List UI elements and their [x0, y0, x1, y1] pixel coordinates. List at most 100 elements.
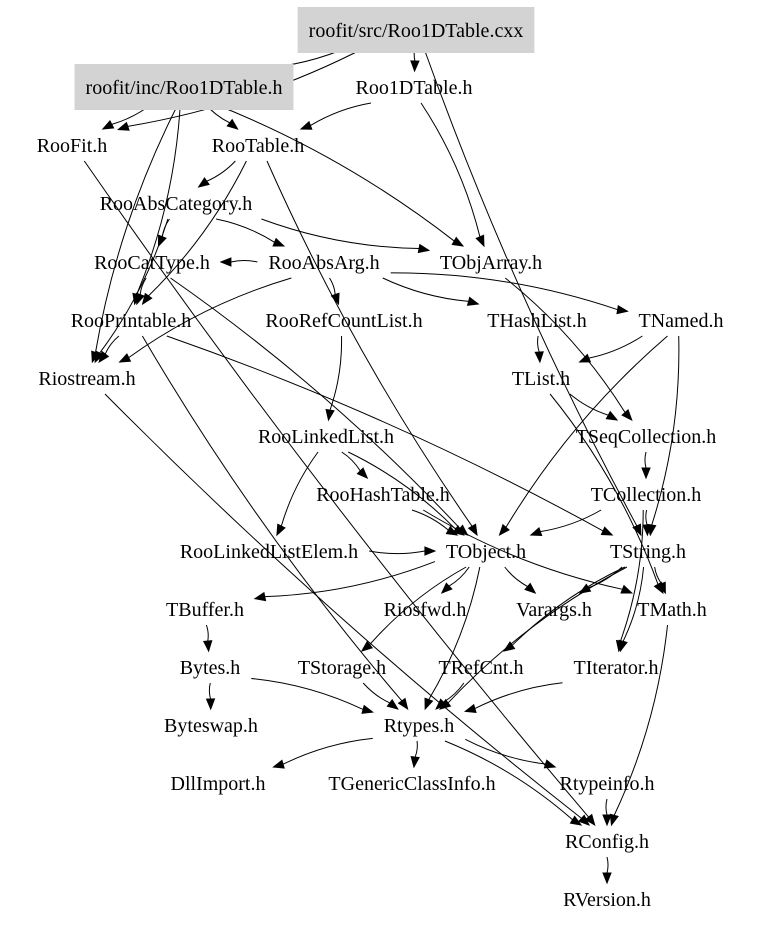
graph-node-roolinkedlistelem[interactable]: RooLinkedListElem.h	[180, 541, 358, 563]
arrowhead-icon	[118, 353, 132, 363]
graph-node-rtypeinfo[interactable]: Rtypeinfo.h	[560, 773, 655, 795]
arrowhead-icon	[424, 697, 434, 711]
arrowhead-icon	[272, 759, 285, 769]
edge-line	[390, 272, 618, 311]
edge-rtypeinfo-to-rconfig	[602, 798, 612, 827]
edge-line	[329, 277, 336, 295]
edge-rooabsarg-to-thashlist	[382, 277, 480, 306]
edge-line	[369, 566, 467, 646]
edge-line	[369, 550, 426, 555]
edge-rooprintable-to-rtypes	[141, 335, 409, 711]
edge-line	[620, 509, 644, 642]
edge-bytes-to-rtypes	[251, 677, 375, 714]
edge-line	[348, 451, 456, 530]
node-label: RooAbsCategory.h	[100, 193, 253, 215]
graph-node-bytes[interactable]: Bytes.h	[180, 657, 241, 679]
arrowhead-icon	[330, 292, 340, 306]
graph-node-dllimport[interactable]: DllImport.h	[171, 773, 266, 795]
graph-node-byteswap[interactable]: Byteswap.h	[164, 715, 258, 737]
graph-node-rooabsarg[interactable]: RooAbsArg.h	[268, 252, 379, 274]
node-label: THashList.h	[487, 310, 586, 332]
node-label: Bytes.h	[180, 657, 241, 679]
arrowhead-icon	[197, 177, 210, 188]
nodes-layer: roofit/src/Roo1DTable.cxx roofit/inc/Roo1…	[37, 7, 724, 911]
node-label: RooCatType.h	[94, 252, 210, 274]
graph-node-rootable[interactable]: RooTable.h	[212, 135, 304, 157]
arrowhead-icon	[451, 236, 465, 247]
graph-node-tobjarray[interactable]: TObjArray.h	[440, 252, 542, 274]
graph-node-tlist[interactable]: TList.h	[512, 368, 570, 390]
edge-line	[382, 277, 469, 302]
graph-node-tgenericclassinfo[interactable]: TGenericClassInfo.h	[328, 773, 495, 795]
arrowhead-icon	[424, 546, 437, 556]
edge-line	[211, 102, 455, 242]
edge-tobject-to-tbuffer	[253, 561, 436, 602]
arrowhead-icon	[361, 704, 375, 714]
graph-node-tstorage[interactable]: TStorage.h	[298, 657, 386, 679]
graph-node-riosfwd[interactable]: Riosfwd.h	[384, 599, 467, 621]
graph-node-roofit[interactable]: RooFit.h	[37, 135, 108, 157]
edge-line	[605, 798, 608, 816]
graph-node-tnamed[interactable]: TNamed.h	[639, 310, 724, 332]
edge-roolinkedlistelem-to-tobject	[369, 546, 437, 556]
graph-node-thashlist[interactable]: THashList.h	[487, 310, 586, 332]
arrowhead-icon	[656, 581, 666, 595]
edges-layer	[83, 45, 680, 885]
edge-line	[511, 566, 626, 646]
arrowhead-icon	[467, 523, 478, 537]
edge-rooabsarg-to-roorefcountlist	[329, 277, 340, 306]
node-label: Rtypeinfo.h	[560, 773, 655, 795]
graph-node-tobject[interactable]: TObject.h	[446, 541, 526, 563]
arrowhead-icon	[498, 523, 510, 537]
graph-node-rooabscategory[interactable]: RooAbsCategory.h	[100, 193, 253, 215]
node-label: TIterator.h	[574, 657, 659, 679]
edge-inc-to-tobjarray	[211, 102, 465, 247]
node-label: DllImport.h	[171, 773, 266, 795]
node-label: RooFit.h	[37, 135, 108, 157]
graph-node-tcollection[interactable]: TCollection.h	[591, 484, 702, 506]
edge-line	[329, 335, 343, 411]
edge-line	[205, 624, 209, 642]
graph-node-rooprintable[interactable]: RooPrintable.h	[71, 310, 192, 332]
graph-node-roo1dtable[interactable]: Roo1DTable.h	[356, 77, 473, 99]
edge-line	[622, 566, 645, 642]
graph-node-inc[interactable]: roofit/inc/Roo1DTable.h	[74, 64, 294, 110]
edge-tnamed-to-tlist	[578, 335, 643, 363]
node-label: RooLinkedListElem.h	[180, 541, 358, 563]
edge-line	[282, 737, 373, 765]
arrowhead-icon	[620, 584, 634, 594]
graph-node-src[interactable]: roofit/src/Roo1DTable.cxx	[297, 7, 535, 53]
graph-node-roohashtable[interactable]: RooHashTable.h	[316, 484, 450, 506]
graph-node-rversion[interactable]: RVersion.h	[563, 889, 651, 911]
node-highlight-box	[74, 64, 294, 110]
graph-node-tstring[interactable]: TString.h	[610, 541, 686, 563]
graph-node-rtypes[interactable]: Rtypes.h	[384, 715, 455, 737]
node-label: RooTable.h	[212, 135, 304, 157]
graph-node-riostream[interactable]: Riostream.h	[38, 368, 135, 390]
node-label: roofit/inc/Roo1DTable.h	[86, 77, 283, 99]
edge-roolinkedlist-to-roohashtable	[341, 451, 369, 479]
edge-roo1dtable-to-rootable	[299, 102, 372, 130]
graph-node-roorefcountlist[interactable]: RooRefCountList.h	[265, 310, 422, 332]
arrowhead-icon	[386, 698, 399, 710]
graph-node-roocattype[interactable]: RooCatType.h	[94, 252, 210, 274]
arrowhead-icon	[98, 350, 110, 364]
node-label: RooLinkedList.h	[258, 426, 394, 448]
edge-roolinkedlist-to-roolinkedlistelem	[276, 451, 319, 537]
arrowhead-icon	[360, 640, 374, 652]
graph-node-roolinkedlist[interactable]: RooLinkedList.h	[258, 426, 394, 448]
graph-node-titerator[interactable]: TIterator.h	[574, 657, 659, 679]
graph-node-trefcnt[interactable]: TRefCnt.h	[439, 657, 524, 679]
graph-node-tbuffer[interactable]: TBuffer.h	[166, 599, 244, 621]
edge-line	[540, 509, 602, 533]
edge-line	[606, 856, 609, 874]
graph-node-varargs[interactable]: Varargs.h	[516, 599, 592, 621]
graph-node-rconfig[interactable]: RConfig.h	[565, 831, 649, 853]
edge-line	[465, 738, 546, 765]
edge-line	[341, 451, 361, 472]
graph-node-tmath[interactable]: TMath.h	[637, 599, 706, 621]
graph-node-tseqcollection[interactable]: TSeqCollection.h	[576, 426, 717, 448]
arrowhead-icon	[502, 641, 516, 652]
arrowhead-icon	[529, 527, 543, 536]
arrowhead-icon	[276, 523, 286, 537]
